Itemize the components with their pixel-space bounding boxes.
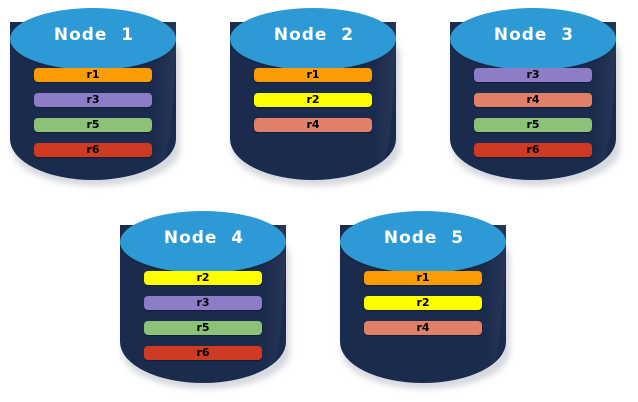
replica-bar[interactable]: r2 [364, 296, 482, 310]
replica-bar[interactable]: r3 [144, 296, 262, 310]
database-node-2[interactable]: Node 2 r1 r2 r4 [228, 8, 400, 186]
cylinder-top-ellipse [230, 8, 396, 70]
replica-list: r3 r4 r5 r6 [474, 68, 592, 168]
replica-bar[interactable]: r4 [474, 93, 592, 107]
replica-bar[interactable]: r1 [364, 271, 482, 285]
replica-bar[interactable]: r5 [34, 118, 152, 132]
database-node-4[interactable]: Node 4 r2 r3 r5 r6 [118, 211, 290, 389]
replica-bar[interactable]: r6 [34, 143, 152, 157]
database-node-1[interactable]: Node 1 r1 r3 r5 r6 [8, 8, 180, 186]
node-title: Node 4 [163, 228, 245, 248]
replica-bar[interactable]: r1 [254, 68, 372, 82]
replica-bar[interactable]: r6 [144, 346, 262, 360]
node-title: Node 2 [273, 25, 355, 45]
replica-bar[interactable]: r5 [144, 321, 262, 335]
replica-bar[interactable]: r5 [474, 118, 592, 132]
replica-list: r2 r3 r5 r6 [144, 271, 262, 371]
replica-bar[interactable]: r2 [144, 271, 262, 285]
replica-bar[interactable]: r2 [254, 93, 372, 107]
cylinder-top-ellipse [120, 211, 286, 273]
cylinder-top-ellipse [10, 8, 176, 70]
cylinder-top-ellipse [450, 8, 616, 70]
replica-list: r1 r2 r4 [364, 271, 482, 346]
database-node-5[interactable]: Node 5 r1 r2 r4 [338, 211, 510, 389]
replica-list: r1 r2 r4 [254, 68, 372, 143]
replica-bar[interactable]: r4 [254, 118, 372, 132]
cylinder-top-ellipse [340, 211, 506, 273]
replica-bar[interactable]: r3 [474, 68, 592, 82]
node-title: Node 5 [383, 228, 465, 248]
replica-list: r1 r3 r5 r6 [34, 68, 152, 168]
node-title: Node 1 [53, 25, 135, 45]
replica-bar[interactable]: r6 [474, 143, 592, 157]
replica-bar[interactable]: r4 [364, 321, 482, 335]
replica-bar[interactable]: r3 [34, 93, 152, 107]
replica-bar[interactable]: r1 [34, 68, 152, 82]
node-title: Node 3 [493, 25, 575, 45]
database-node-3[interactable]: Node 3 r3 r4 r5 r6 [448, 8, 620, 186]
